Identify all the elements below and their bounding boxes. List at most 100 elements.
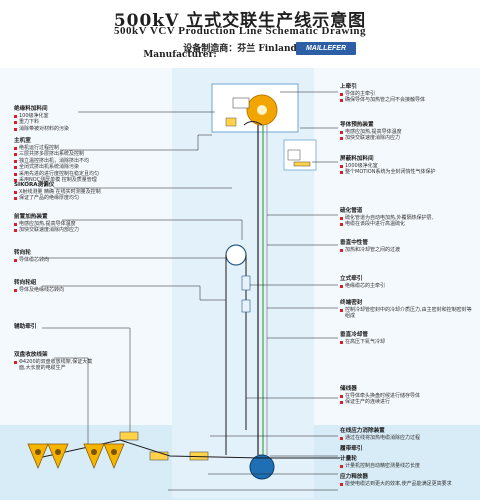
top-capstan-hub [257, 105, 267, 115]
label-top-caterpillar: 上牵引 导体的主牵引 确保导体与加热管之间不会接触导体 [340, 84, 475, 104]
turning-wheel [225, 244, 247, 266]
manufacturer-en: Manufacturer: [143, 50, 217, 60]
label-item: 独立温控挤出机，消除挤出不均 [14, 158, 164, 165]
label-title: 在线应力消除装置 [340, 428, 385, 434]
label-item: 导体缆芯转向 [14, 257, 104, 264]
label-item: 绝缘缆芯的主牵引 [340, 283, 475, 290]
reel-group [27, 443, 125, 470]
label-item: 计量机控制自动精密测量线芯长度 [340, 463, 475, 470]
label-vertical-caterpillar: 立式牵引 绝缘缆芯的主牵引 [340, 276, 475, 289]
label-insulation-feed-room: 绝缘料加料间 100级净化室 重力下料 消除带被对材料的污染 [14, 106, 104, 132]
label-stress-relief: 在线应力消除装置 通过在线将加热电缆消除应力过程 [340, 428, 475, 441]
extruder-head [287, 149, 301, 161]
label-item: 整个MOTION系统为全封闭惰性气体保护 [340, 169, 475, 176]
reel-4 [103, 443, 125, 470]
title-cn: 500kV 立式交联生产线示意图 [113, 11, 367, 31]
top-motor [232, 97, 250, 109]
label-title: SIKORA测偏仪 [14, 182, 55, 188]
label-turning-wheel-set: 转向轮组 导体及绝缘线芯转向 [14, 280, 134, 293]
label-title: 应力释放器 [340, 474, 368, 480]
label-title: 垂直中性管 [340, 240, 368, 246]
maillefer-logo: MAILLEFER [296, 42, 356, 55]
label-item: 重力下料 [14, 119, 104, 126]
label-title: 上牵引 [340, 84, 357, 90]
label-item: X射线测量 精确 在线实时测量及控制 [14, 189, 164, 196]
label-title: 终端密封 [340, 300, 363, 306]
label-vertical-neutral-tube: 垂直中性管 加热和冷却管之间的过渡 [340, 240, 475, 253]
bottom-capstan [249, 454, 275, 480]
reel-2-hub [55, 449, 61, 455]
label-item: 三层共挤多层挤出系统及控制 [14, 151, 164, 158]
label-vertical-cooling-tube: 垂直冷却管 在高压下氮气冷却 [340, 332, 475, 345]
leader-lines [42, 91, 338, 491]
label-title: 双盘收放线架 [14, 352, 48, 358]
label-stress-releaser: 应力释放器 能使电缆达到更大的效率,使产品能满足更高要求 [340, 474, 475, 487]
label-vulcanization-tube: 硫化管道 硫化管道为自动电加热,外覆隔热保护层, 电缆在该段中进行高温硫化 [340, 208, 475, 228]
reel-2 [47, 443, 69, 470]
ground-cable-path [37, 439, 340, 459]
label-item: 导体及绝缘线芯转向 [14, 287, 134, 294]
top-aux-box [225, 117, 237, 127]
label-end-seal: 终端密封 控制冷却管密封中的冷却介质压力,由主密封和控制密封等组成 [340, 300, 475, 320]
label-item: 保证生产的连续进行 [340, 399, 475, 406]
stress-release-unit [149, 451, 169, 461]
label-item: 全闭式挤出机系统消除污染 [14, 164, 164, 171]
label-title: 辅助牵引 [14, 324, 37, 330]
label-double-reel-stand: 双盘收放线架 Φ4200的双盘收放线架,保证大截面,大长度的电缆生产 [14, 352, 94, 372]
preheater-box [241, 299, 251, 313]
label-item: 控制冷却管密封中的冷却介质压力,由主密封和控制密封等组成 [340, 307, 475, 320]
label-title: 屏蔽料加料间 [340, 156, 374, 162]
label-item: 加快交联速度消除内部应力 [14, 227, 164, 234]
label-item: 加热和冷却管之间的过渡 [340, 247, 475, 254]
title-en: 500kV VCV Production Line Schematic Draw… [113, 25, 366, 37]
label-title: 储线器 [340, 386, 357, 392]
aux-caterpillar [119, 431, 139, 441]
label-caterpillar: 履带牵引 [340, 446, 475, 453]
label-title: 绝缘料加料间 [14, 106, 48, 112]
label-title: 主机室 [14, 138, 31, 144]
label-item: 确保导体与加热管之间不会接触导体 [340, 97, 475, 104]
label-title: 导体预热装置 [340, 122, 374, 128]
label-item: 加快交联速度消除内应力 [340, 135, 475, 142]
label-title: 垂直冷却管 [340, 332, 368, 338]
label-item: 能使电缆达到更大的效率,使产品能满足更高要求 [340, 481, 475, 488]
reel-3 [83, 443, 105, 470]
label-item: 硫化管道为自动电加热,外覆隔热保护层, [340, 215, 475, 222]
reel-1-hub [35, 449, 41, 455]
label-item: 通过在线将加热电缆消除应力过程 [340, 435, 475, 442]
label-title: 计量轮 [340, 456, 357, 462]
label-accumulator: 储线器 在导体牵头换盘时候进行储存导体 保证生产的连续进行 [340, 386, 475, 406]
label-title: 转向轮 [14, 250, 31, 256]
label-item: 电感应加热,提高导体温度 [14, 221, 164, 228]
label-title: 转向轮组 [14, 280, 37, 286]
label-item: 导体的主牵引 [340, 91, 475, 98]
label-item: 绝机运行过程控制 [14, 145, 164, 152]
label-item: 在导体牵头换盘时候进行储存导体 [340, 393, 475, 400]
label-title: 履带牵引 [340, 446, 363, 452]
label-item: 采用NOC测厚单模 控制及质量管理 [14, 177, 164, 184]
label-item: 1000级净化室 [340, 163, 475, 170]
label-item: 消除带被对材料的污染 [14, 126, 104, 133]
reel-3-hub [91, 449, 97, 455]
label-title: 前置加热装置 [14, 214, 48, 220]
top-cable-loop [243, 121, 263, 126]
extruder-body [293, 161, 311, 167]
label-aux-caterpillar: 辅助牵引 [14, 324, 104, 331]
label-main-control-room: 主机室 绝机运行过程控制 三层共挤多层挤出系统及控制 独立温控挤出机，消除挤出不… [14, 138, 164, 184]
label-item: 在高压下氮气冷却 [340, 339, 475, 346]
reel-1 [27, 443, 49, 470]
label-conductor-preheater: 导体预热装置 电感应加热,提高导体温度 加快交联速度消除内应力 [340, 122, 475, 142]
label-item: 100级净化室 [14, 113, 104, 120]
label-title: 立式牵引 [340, 276, 363, 282]
label-screen-feed-room: 屏蔽料加料间 1000级净化室 整个MOTION系统为全封闭惰性气体保护 [340, 156, 475, 176]
label-item: 电感应加热,提高导体温度 [340, 129, 475, 136]
label-item: 采用先进的进行度控制在稳定且均匀 [14, 171, 164, 178]
manufacturer-cn: 设备制造商：芬兰 Finland [183, 44, 297, 54]
label-turning-wheel: 转向轮 导体缆芯转向 [14, 250, 104, 263]
label-preheater: 前置加热装置 电感应加热,提高导体温度 加快交联速度消除内部应力 [14, 214, 164, 234]
label-item: 保证了产品的绝缘厚度均匀 [14, 195, 164, 202]
label-item: 电缆在该段中进行高温硫化 [340, 221, 475, 228]
label-title: 硫化管道 [340, 208, 363, 214]
label-sikora-gauge: SIKORA测偏仪 X射线测量 精确 在线实时测量及控制 保证了产品的绝缘厚度均… [14, 182, 164, 202]
